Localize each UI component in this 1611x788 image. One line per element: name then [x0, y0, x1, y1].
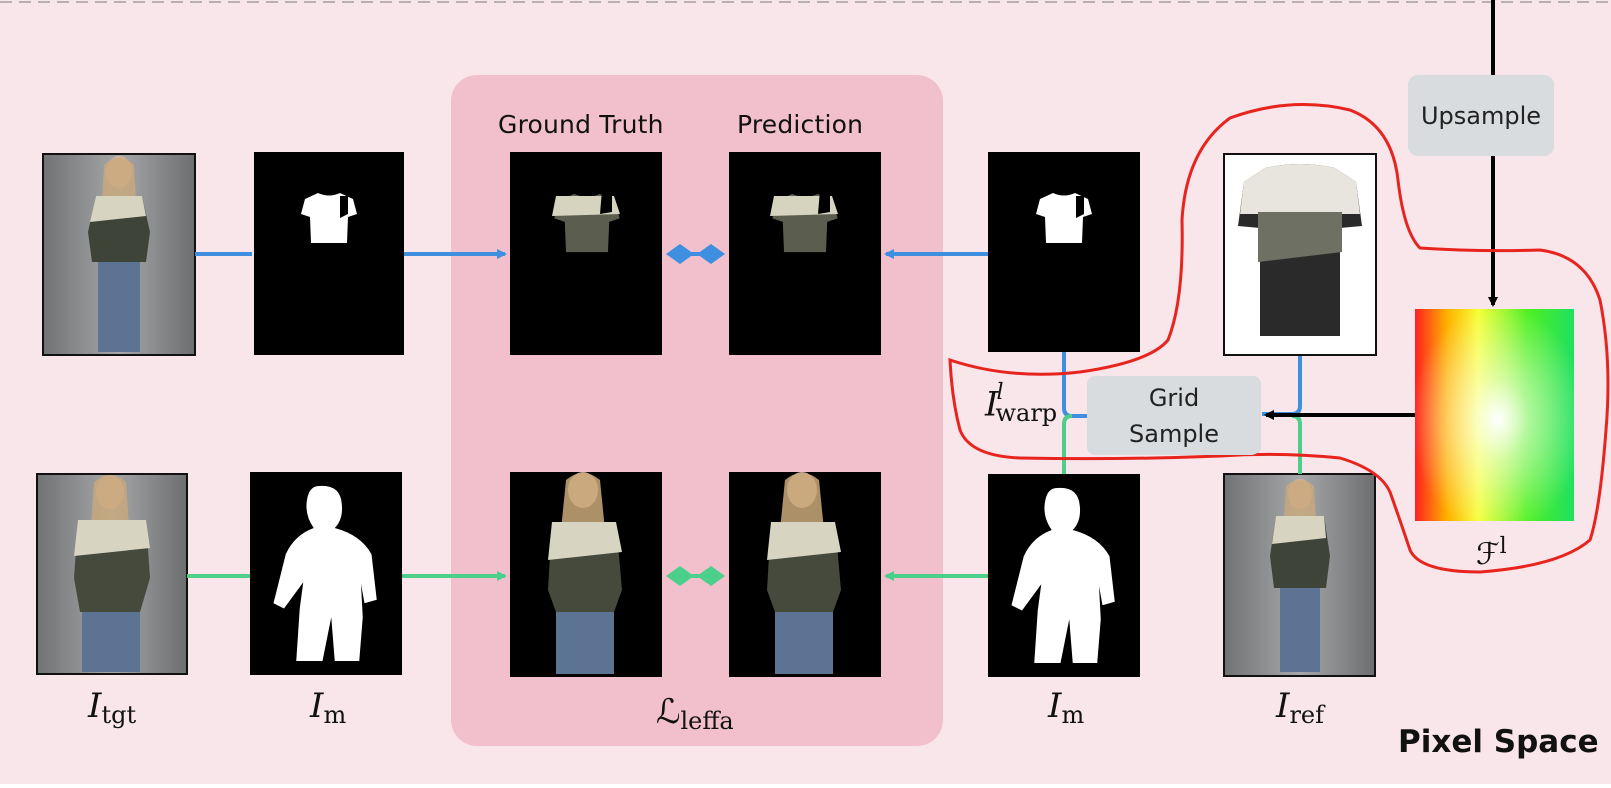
upsample-label: Upsample — [1420, 101, 1542, 130]
ground-truth-person-image — [510, 472, 662, 677]
blue-loss-connector — [666, 244, 725, 264]
predicted-person-image — [729, 472, 881, 677]
blue-arrows — [195, 249, 1302, 418]
garment-mask-image — [254, 152, 404, 355]
reference-garment-image — [1223, 153, 1377, 356]
person-mask-image-right — [988, 474, 1140, 677]
target-image-label: Itgt — [88, 686, 137, 729]
reference-person-image — [1223, 473, 1376, 677]
pixel-space-label: Pixel Space — [1398, 724, 1599, 760]
leffa-loss-label: ℒleffa — [656, 692, 734, 735]
warped-image-label: Ilwarp — [985, 380, 1058, 428]
mask-label-right: Im — [1048, 686, 1085, 729]
black-arrows — [1264, 0, 1498, 420]
warped-garment-mask-image — [988, 152, 1140, 352]
grid-sample-label-line2: Sample — [1129, 419, 1219, 448]
ground-truth-garment-image — [510, 152, 662, 355]
flow-field-image — [1415, 309, 1574, 521]
highlight-outline — [948, 103, 1610, 574]
person-mask-image-left — [250, 472, 402, 675]
predicted-garment-image — [729, 152, 881, 355]
upsample-box: Upsample — [1408, 75, 1554, 156]
mask-label-left: Im — [310, 686, 347, 729]
flow-field-label: ℱl — [1476, 534, 1507, 572]
reference-image-label: Iref — [1276, 686, 1324, 729]
prediction-header: Prediction — [737, 110, 864, 139]
grid-sample-box: Grid Sample — [1087, 376, 1261, 455]
grid-sample-label-line1: Grid — [1148, 383, 1200, 412]
green-loss-connector — [666, 566, 725, 586]
target-person-image-top — [42, 153, 196, 356]
target-person-image-bottom — [36, 473, 188, 675]
ground-truth-header: Ground Truth — [498, 110, 664, 139]
